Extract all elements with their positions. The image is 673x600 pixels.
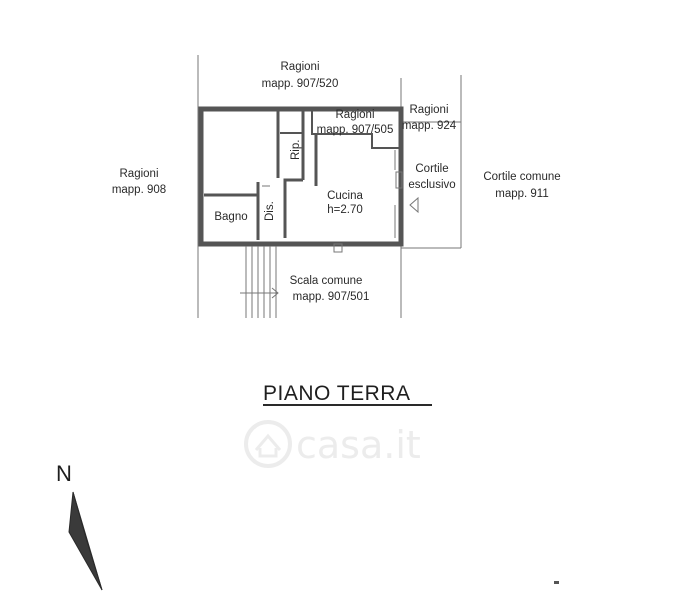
label-scala-comune: Scala comune bbox=[290, 275, 363, 287]
corner-mark bbox=[554, 581, 559, 584]
label-bagno: Bagno bbox=[214, 211, 247, 223]
exterior-wall bbox=[198, 106, 404, 247]
label-cortile-esclusivo: Cortile bbox=[415, 163, 448, 175]
label-ragioni-inner-mapp: mapp. 907/505 bbox=[317, 124, 394, 136]
label-ragioni-right-mapp: mapp. 924 bbox=[402, 120, 457, 132]
label-ragioni-left-mapp: mapp. 908 bbox=[112, 184, 166, 196]
label-scala-comune-mapp: mapp. 907/501 bbox=[293, 291, 370, 303]
label-cortile-comune-mapp: mapp. 911 bbox=[495, 188, 549, 200]
label-ragioni-top: Ragioni bbox=[281, 61, 320, 73]
north-arrow: N bbox=[56, 461, 103, 591]
label-ragioni-top-mapp: mapp. 907/520 bbox=[262, 78, 339, 90]
label-cucina: Cucina bbox=[327, 190, 363, 202]
label-ragioni-left: Ragioni bbox=[120, 168, 159, 180]
watermark: casa.it bbox=[244, 420, 421, 468]
stairs bbox=[240, 246, 279, 318]
watermark-logo-icon bbox=[244, 420, 292, 468]
label-cucina-height: h=2.70 bbox=[327, 204, 363, 216]
walls bbox=[198, 106, 419, 253]
label-cortile-comune: Cortile comune bbox=[483, 171, 560, 183]
north-label: N bbox=[56, 461, 72, 486]
label-disimpegno: Dis. bbox=[264, 201, 276, 221]
label-ragioni-inner: Ragioni bbox=[336, 109, 375, 121]
watermark-text: casa.it bbox=[296, 423, 421, 467]
plan-labels: Ragioni mapp. 907/520 Ragioni mapp. 907/… bbox=[112, 61, 561, 303]
plan-title: PIANO TERRA bbox=[263, 382, 410, 405]
north-arrow-icon bbox=[68, 491, 103, 591]
label-cortile-esclusivo-2: esclusivo bbox=[408, 179, 455, 191]
label-ragioni-right: Ragioni bbox=[410, 104, 449, 116]
watermark-house-icon bbox=[254, 433, 282, 458]
label-ripostiglio: Rip. bbox=[290, 140, 302, 160]
